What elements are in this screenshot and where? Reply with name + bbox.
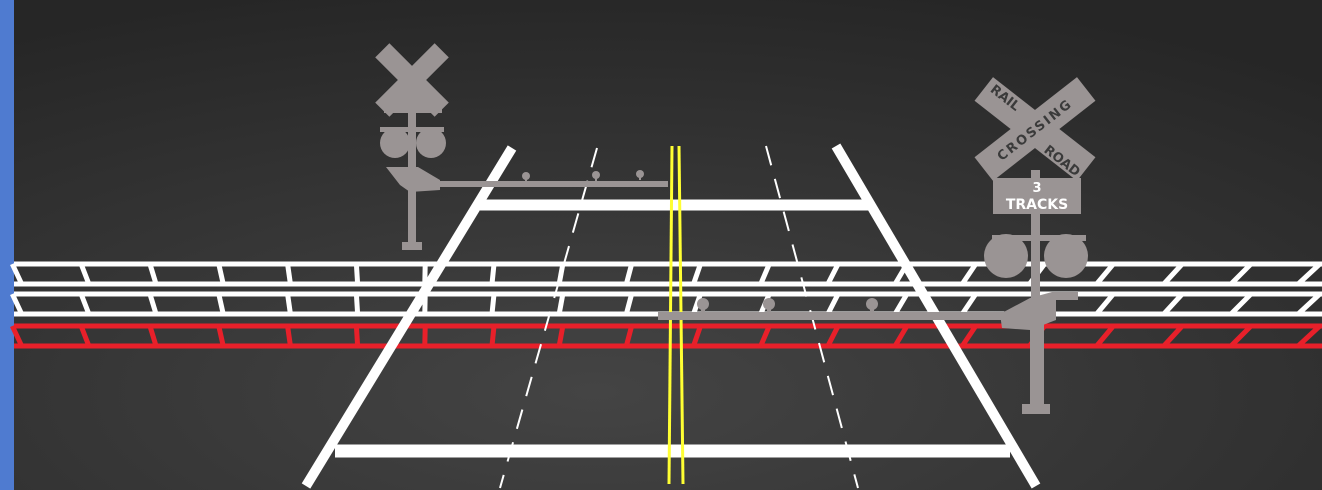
track-count-number: 3 — [1032, 181, 1041, 196]
track-3-tie — [825, 324, 841, 348]
far-right-light — [416, 128, 446, 158]
near-left-light — [984, 234, 1028, 278]
track-2-tie — [1296, 292, 1322, 316]
far-gate-arm — [438, 181, 668, 187]
track-2-tie — [216, 293, 226, 315]
track-1-tie — [353, 263, 361, 285]
track-2-tie — [825, 292, 841, 316]
track-count-plaque — [993, 178, 1081, 214]
near-gate-arm — [658, 312, 1008, 320]
track-1-rail-2 — [14, 281, 1322, 287]
track-3-tie — [623, 325, 635, 347]
track-2-tie — [10, 292, 24, 316]
track-3-tie — [353, 325, 361, 347]
track-3-tie — [147, 325, 159, 347]
track-2-tie — [960, 292, 978, 316]
track-3-tie — [960, 324, 978, 348]
track-3-tie — [1296, 324, 1322, 348]
road-left-edge — [301, 145, 517, 489]
track-3-tie — [216, 325, 226, 347]
track-3-tie — [892, 324, 910, 348]
track-1-tie — [216, 263, 226, 285]
far-left-light — [380, 128, 410, 158]
track-3-rail-2 — [14, 343, 1322, 349]
track-1-tie — [623, 263, 635, 285]
track-2-tie — [285, 293, 293, 315]
track-3-rail-1 — [14, 323, 1322, 329]
track-1-tie — [1296, 262, 1322, 286]
far-crossing-signal — [375, 43, 668, 250]
track-2-tie — [1161, 292, 1185, 316]
track-count-word: TRACKS — [1006, 197, 1068, 213]
near-gate-mechanism — [1000, 292, 1078, 330]
track-1-tie — [691, 263, 703, 285]
track-3-tie — [1094, 324, 1116, 348]
left-edge-bar — [0, 0, 14, 490]
lane-divider-left — [499, 147, 598, 489]
track-2-tie — [78, 293, 92, 315]
track-1-tie — [960, 262, 978, 286]
track-2-tie — [489, 293, 497, 315]
track-3-tie — [285, 325, 293, 347]
track-1-tie — [1161, 262, 1185, 286]
track-2-tie — [892, 292, 910, 316]
track-1-tie — [285, 263, 293, 285]
near-signal-lower-mast — [1030, 320, 1044, 406]
track-2-tie — [1229, 292, 1253, 316]
far-gate-mechanism — [386, 167, 440, 192]
track-1-tie — [78, 263, 92, 285]
track-2-tie — [556, 293, 566, 315]
track-2-tie — [147, 293, 159, 315]
track-3-tie — [556, 325, 566, 347]
track-3-tie — [758, 325, 772, 347]
track-3-tie — [1161, 324, 1185, 348]
track-1-tie — [758, 263, 772, 285]
track-3-tie — [691, 325, 703, 347]
track-1-tie — [147, 263, 159, 285]
far-signal-base — [402, 242, 422, 250]
track-1-tie — [10, 262, 24, 286]
track-1-tie — [489, 263, 497, 285]
near-right-light — [1044, 234, 1088, 278]
crossbuck-sign — [974, 77, 1096, 181]
track-1-tie — [1229, 262, 1253, 286]
track-1-tie — [1094, 262, 1116, 286]
near-signal-mast — [1031, 170, 1040, 410]
track-3-tie — [10, 324, 24, 348]
track-3-tie — [1229, 324, 1253, 348]
track-1-rail-1 — [14, 261, 1322, 267]
track-3-tie — [489, 325, 497, 347]
near-signal-base — [1022, 404, 1050, 414]
track-2-tie — [353, 293, 361, 315]
track-3-tie — [78, 325, 92, 347]
track-2-tie — [1094, 292, 1116, 316]
track-2-tie — [623, 293, 635, 315]
track-3 — [10, 323, 1322, 349]
track-2-rail-1 — [14, 291, 1322, 297]
track-1-tie — [825, 262, 841, 286]
